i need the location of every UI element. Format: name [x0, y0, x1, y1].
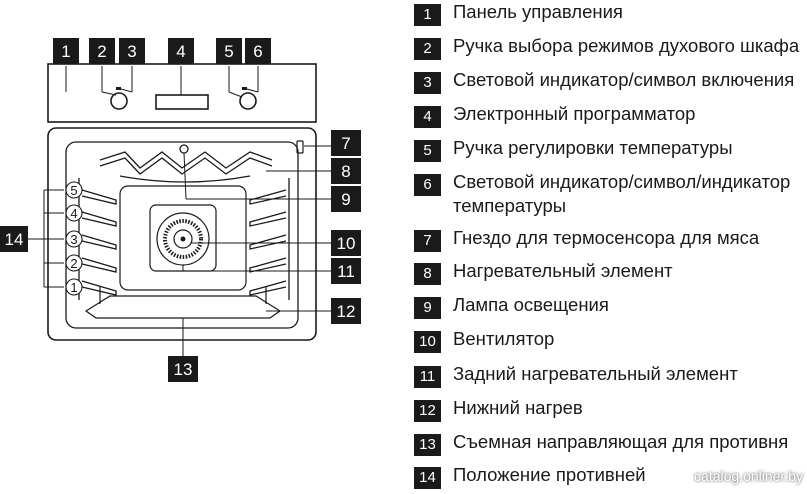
control-panel — [47, 63, 317, 123]
legend-item: 10 Вентилятор — [414, 327, 803, 353]
callout-11: 11 — [337, 262, 355, 281]
shelf-label-3: 3 — [70, 232, 77, 247]
callout-4: 4 — [176, 42, 185, 61]
programmer-display — [155, 94, 209, 110]
top-heating-element — [99, 151, 273, 183]
legend-item: 6 Световой индикатор/символ/индикатор те… — [414, 170, 803, 218]
legend-number: 1 — [414, 4, 441, 26]
callout-14: 14 — [5, 230, 24, 249]
legend-number: 8 — [414, 263, 441, 285]
legend-number: 13 — [414, 434, 441, 456]
legend-label: Панель управления — [453, 1, 623, 22]
callout-13: 13 — [174, 360, 193, 379]
fan — [156, 212, 210, 266]
callout-12: 12 — [337, 302, 356, 321]
temperature-indicator — [242, 87, 247, 90]
callout-7: 7 — [341, 134, 350, 153]
legend-number: 14 — [414, 467, 441, 489]
legend-number: 5 — [414, 140, 441, 162]
meat-probe-socket — [296, 140, 304, 154]
callout-2: 2 — [97, 42, 106, 61]
legend-item: 1 Панель управления — [414, 0, 803, 26]
shelf-marker-5 — [65, 181, 83, 199]
legend-label: Ручка выбора режимов духового шкафа — [453, 35, 800, 56]
oven-lamp — [179, 144, 189, 154]
callout-6: 6 — [253, 42, 262, 61]
right-shelf-supports — [249, 178, 290, 300]
legend-item: 4 Электронный программатор — [414, 102, 803, 128]
legend-label: Съемная направляющая для противня — [453, 431, 789, 452]
legend-number: 4 — [414, 106, 441, 128]
shelf-label-2: 2 — [70, 256, 77, 271]
mode-knob — [110, 92, 128, 110]
callout-10: 10 — [337, 234, 356, 253]
legend-label: Вентилятор — [453, 328, 555, 349]
shelf-position-markers — [65, 181, 83, 296]
oven-diagram: 5 4 3 2 1 1 2 3 4 5 6 7 8 9 10 11 12 13 … — [0, 38, 361, 382]
watermark: catalog.onliner.by — [694, 468, 803, 484]
legend-item: 8 Нагревательный элемент — [414, 259, 803, 285]
legend-item: 9 Лампа освещения — [414, 293, 803, 319]
legend-item: 13 Съемная направляющая для противня — [414, 430, 803, 456]
callout-5: 5 — [224, 42, 233, 61]
legend-label: Лампа освещения — [453, 294, 609, 315]
callout-3: 3 — [127, 42, 136, 61]
removable-tray-rail — [99, 286, 267, 304]
callout-9: 9 — [341, 190, 350, 209]
temperature-knob — [239, 92, 257, 110]
legend-label: Положение противней — [453, 464, 646, 485]
leader-lines — [28, 66, 331, 356]
callout-1: 1 — [61, 42, 70, 61]
shelf-label-5: 5 — [70, 183, 77, 198]
left-shelf-supports — [78, 178, 117, 300]
oven-cavity — [65, 141, 299, 329]
legend-label: Задний нагревательный элемент — [453, 363, 738, 384]
shelf-marker-3 — [65, 230, 83, 248]
legend-item: 14 Положение противней — [414, 463, 803, 489]
legend: 1 Панель управления 2 Ручка выбора режим… — [414, 0, 807, 494]
legend-number: 6 — [414, 174, 441, 196]
shelf-marker-1 — [65, 278, 83, 296]
legend-item: 3 Световой индикатор/символ включения — [414, 68, 803, 94]
legend-item: 5 Ручка регулировки температуры — [414, 136, 803, 162]
oven-body — [47, 127, 317, 341]
shelf-label-1: 1 — [70, 280, 77, 295]
shelf-marker-4 — [65, 204, 83, 222]
legend-number: 11 — [414, 366, 441, 388]
legend-label: Световой индикатор/символ/индикатор темп… — [453, 171, 791, 216]
callout-boxes — [0, 38, 361, 382]
legend-item: 7 Гнездо для термосенсора для мяса — [414, 226, 803, 252]
legend-item: 12 Нижний нагрев — [414, 396, 803, 422]
legend-label: Ручка регулировки температуры — [453, 137, 733, 158]
legend-item: 11 Задний нагревательный элемент — [414, 362, 803, 388]
legend-number: 2 — [414, 38, 441, 60]
legend-label: Электронный программатор — [453, 103, 696, 124]
legend-label: Световой индикатор/символ включения — [453, 69, 795, 90]
legend-label: Нижний нагрев — [453, 397, 583, 418]
legend-label: Нагревательный элемент — [453, 260, 673, 281]
legend-label: Гнездо для термосенсора для мяса — [453, 227, 760, 248]
legend-number: 3 — [414, 72, 441, 94]
shelf-label-4: 4 — [70, 206, 77, 221]
legend-number: 9 — [414, 297, 441, 319]
legend-number: 12 — [414, 400, 441, 422]
shelf-marker-2 — [65, 254, 83, 272]
legend-number: 7 — [414, 230, 441, 252]
bottom-heater — [84, 295, 282, 319]
power-indicator — [116, 87, 121, 90]
rear-wall — [119, 185, 247, 291]
legend-item: 2 Ручка выбора режимов духового шкафа — [414, 34, 803, 60]
legend-number: 10 — [414, 331, 441, 353]
callout-8: 8 — [341, 162, 350, 181]
